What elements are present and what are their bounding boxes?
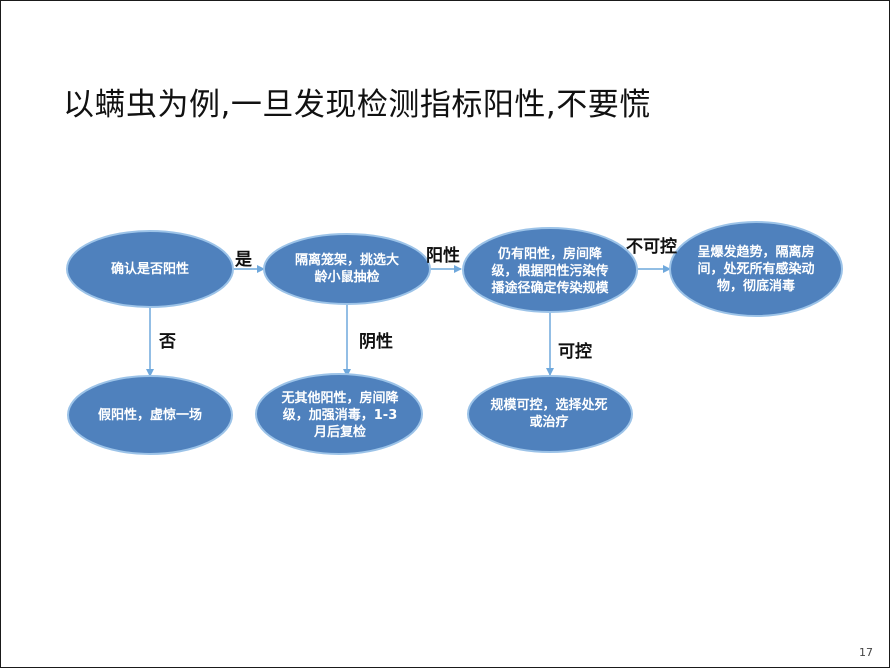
node-still-positive: 仍有阳性，房间降级，根据阳性污染传播途径确定传染规模 [491,246,609,296]
page-number: 17 [859,646,873,659]
node-no-other-positive-shape [255,373,423,455]
node-outbreak-shape [669,221,843,317]
node-still-positive-shape [462,227,638,313]
node-outbreak: 呈爆发趋势，隔离房间，处死所有感染动物，彻底消毒 [697,244,815,294]
slide-title: 以螨虫为例,一旦发现检测指标阳性,不要慌 [63,87,651,123]
edge-label-no: 否 [159,332,176,352]
node-confirm: 确认是否阳性 [110,261,189,277]
edge-label-positive: 阳性 [426,246,460,266]
edge-label-yes: 是 [235,250,252,270]
node-no-other-positive: 无其他阳性，房间降级，加强消毒，1-3月后复检 [281,390,399,440]
node-false-positive: 假阳性，虚惊一场 [97,407,202,423]
edge-label-negative: 阴性 [359,332,393,352]
node-controllable: 规模可控，选择处死或治疗 [490,398,608,430]
node-controllable-shape [467,375,633,453]
node-false-positive-shape [67,375,233,455]
node-confirm-shape [66,230,234,308]
edge-label-controllable: 可控 [558,342,592,362]
edge-label-uncontrollable: 不可控 [626,237,677,257]
node-isolate: 隔离笼架，挑选大龄小鼠抽检 [294,253,399,285]
node-isolate-shape [263,233,431,305]
